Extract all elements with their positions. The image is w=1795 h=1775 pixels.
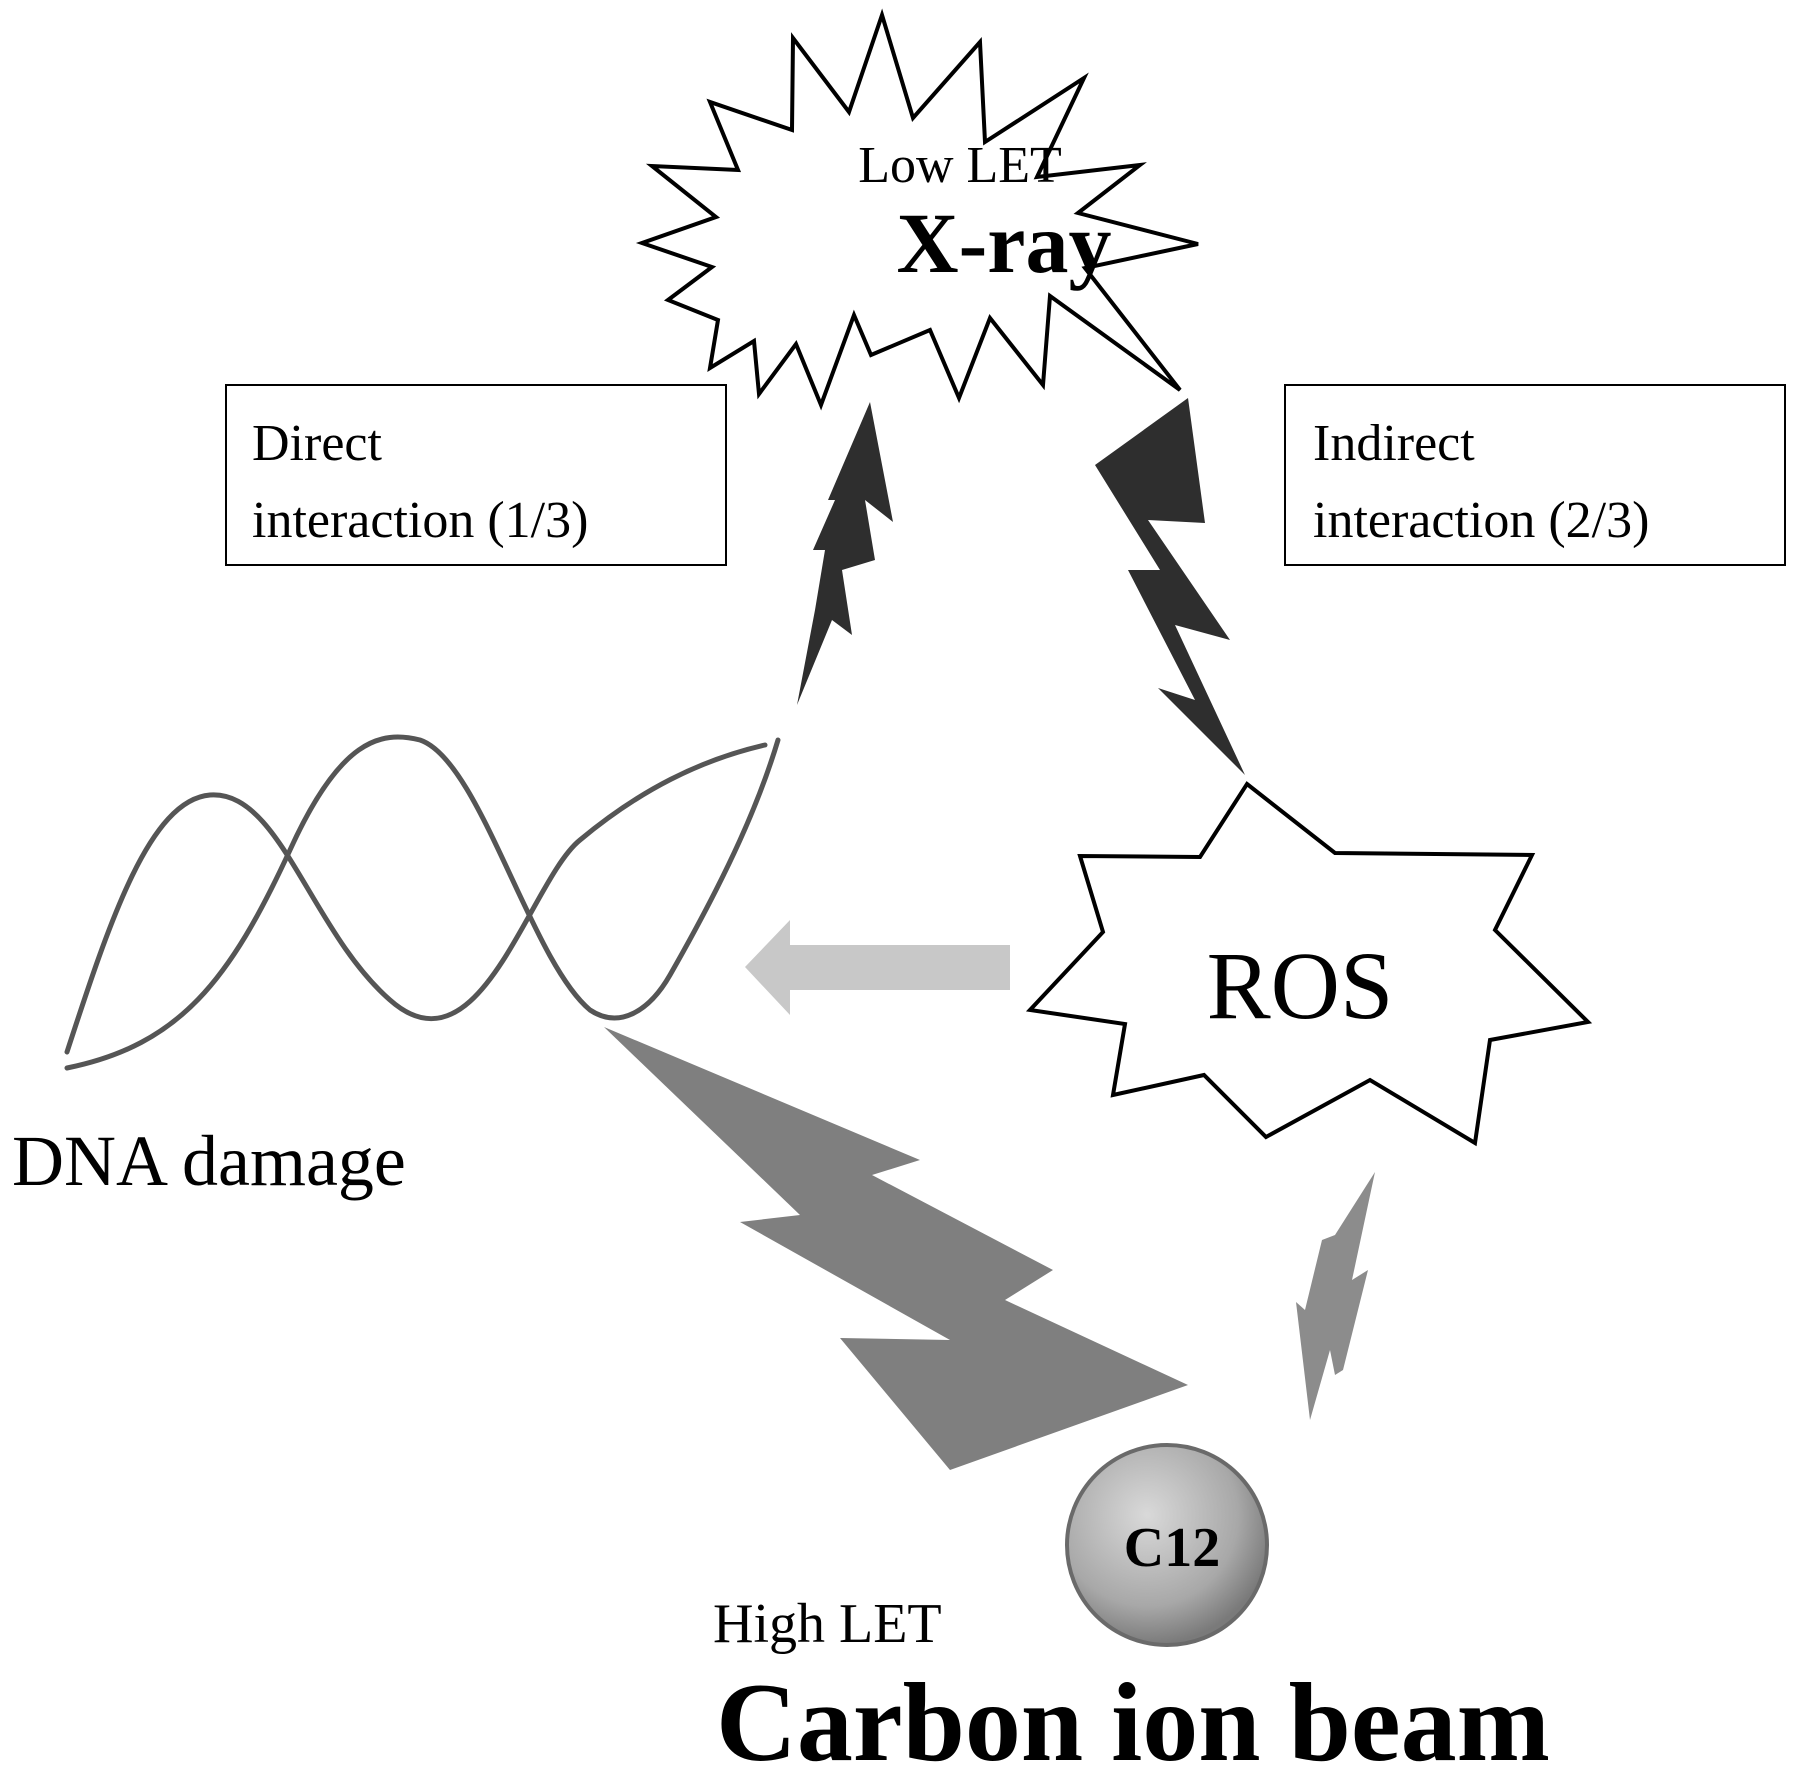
xray-starburst-icon — [635, 8, 1199, 411]
indirect-interaction-box — [1284, 384, 1786, 566]
c12-particle-icon — [1065, 1443, 1269, 1647]
direct-lightning-bolt-icon — [797, 402, 893, 705]
xray-title: X-ray — [897, 195, 1112, 291]
small-lightning-bolt-icon — [1296, 1172, 1375, 1420]
direct-interaction-line1: Direct — [252, 415, 382, 472]
carbon-let-label: High LET — [713, 1593, 942, 1655]
indirect-lightning-bolt-icon — [1095, 398, 1245, 775]
c12-label: C12 — [1124, 1517, 1220, 1579]
xray-let-label: Low LET — [858, 137, 1062, 194]
direct-interaction-line2: interaction (1/3) — [252, 492, 588, 549]
ros-to-dna-arrow-icon — [745, 920, 1010, 1015]
dna-damage-label: DNA damage — [12, 1121, 406, 1201]
ros-starburst-icon — [1025, 781, 1593, 1147]
indirect-interaction-line2: interaction (2/3) — [1313, 492, 1649, 549]
ros-label: ROS — [1207, 932, 1394, 1039]
direct-interaction-box — [225, 384, 727, 566]
carbon-lightning-bolt-icon — [604, 1027, 1188, 1470]
indirect-interaction-line1: Indirect — [1313, 415, 1475, 472]
carbon-title: Carbon ion beam — [716, 1661, 1550, 1775]
dna-helix-icon — [64, 734, 781, 1071]
